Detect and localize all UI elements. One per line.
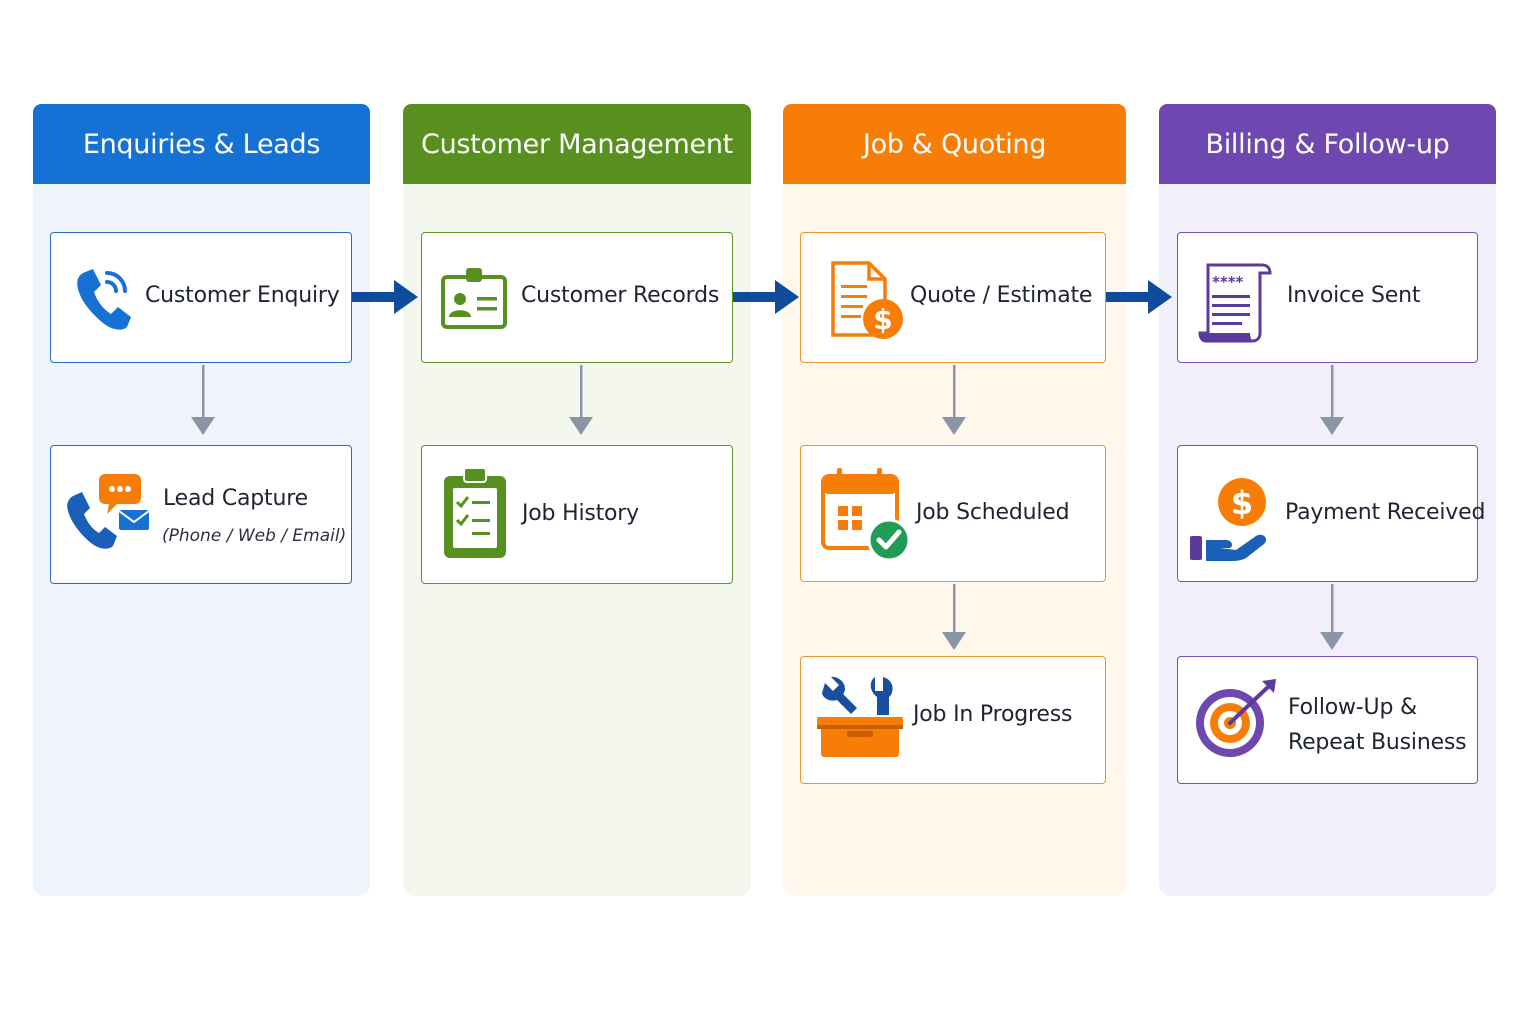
card-job-scheduled[interactable]: Job Scheduled xyxy=(800,445,1106,582)
flow-arrow-right xyxy=(1106,280,1172,314)
card-label: Job In Progress xyxy=(913,702,1073,727)
flow-arrow-down xyxy=(942,584,966,650)
card-customer-records[interactable]: Customer Records xyxy=(421,232,733,363)
invoice-icon: **** xyxy=(1198,259,1274,347)
flow-arrow-right xyxy=(352,280,418,314)
card-label-line2: Repeat Business xyxy=(1288,730,1467,755)
card-label: Customer Enquiry xyxy=(145,283,340,308)
column-title: Billing & Follow-up xyxy=(1205,128,1450,160)
card-customer-enquiry[interactable]: Customer Enquiry xyxy=(50,232,352,363)
card-lead-capture[interactable]: Lead Capture (Phone / Web / Email) xyxy=(50,445,352,584)
flow-arrow-right xyxy=(733,280,799,314)
flow-arrow-down xyxy=(942,365,966,435)
phone-chat-email-icon xyxy=(65,468,155,564)
toolbox-wrench-icon xyxy=(815,671,907,767)
target-arrow-icon xyxy=(1192,675,1286,773)
column-title: Customer Management xyxy=(421,128,733,160)
card-label: Customer Records xyxy=(521,283,720,308)
hand-coin-icon: $ xyxy=(1186,474,1276,568)
card-label: Invoice Sent xyxy=(1287,283,1421,308)
card-quote-estimate[interactable]: $ Quote / Estimate xyxy=(800,232,1106,363)
card-invoice-sent[interactable]: **** Invoice Sent xyxy=(1177,232,1478,363)
card-sublabel: (Phone / Web / Email) xyxy=(162,526,347,546)
calendar-check-icon xyxy=(819,466,915,566)
flow-arrow-down xyxy=(1320,584,1344,650)
id-card-icon xyxy=(440,265,510,335)
phone-icon xyxy=(73,265,135,337)
flow-arrow-down xyxy=(1320,365,1344,435)
column-title: Job & Quoting xyxy=(862,128,1047,160)
clipboard-checklist-icon xyxy=(442,466,508,564)
card-job-in-progress[interactable]: Job In Progress xyxy=(800,656,1106,784)
document-dollar-icon: $ xyxy=(829,259,907,349)
card-label-line1: Follow-Up & xyxy=(1288,695,1417,720)
card-label: Quote / Estimate xyxy=(910,283,1093,308)
svg-text:$: $ xyxy=(873,303,892,336)
card-label: Payment Received xyxy=(1285,500,1486,525)
svg-text:$: $ xyxy=(1231,484,1253,522)
card-label: Job Scheduled xyxy=(916,500,1070,525)
column-header-job-quoting: Job & Quoting xyxy=(783,104,1126,184)
column-header-billing-followup: Billing & Follow-up xyxy=(1159,104,1496,184)
column-title: Enquiries & Leads xyxy=(82,128,321,160)
column-header-enquiries-leads: Enquiries & Leads xyxy=(33,104,370,184)
flow-arrow-down xyxy=(569,365,593,435)
card-job-history[interactable]: Job History xyxy=(421,445,733,584)
invoice-stars: **** xyxy=(1212,273,1244,291)
card-follow-up[interactable]: Follow-Up & Repeat Business xyxy=(1177,656,1478,784)
card-label: Job History xyxy=(522,501,639,526)
card-payment-received[interactable]: $ Payment Received xyxy=(1177,445,1485,582)
column-header-customer-management: Customer Management xyxy=(403,104,751,184)
card-label: Lead Capture xyxy=(163,486,308,511)
flow-arrow-down xyxy=(191,365,215,435)
